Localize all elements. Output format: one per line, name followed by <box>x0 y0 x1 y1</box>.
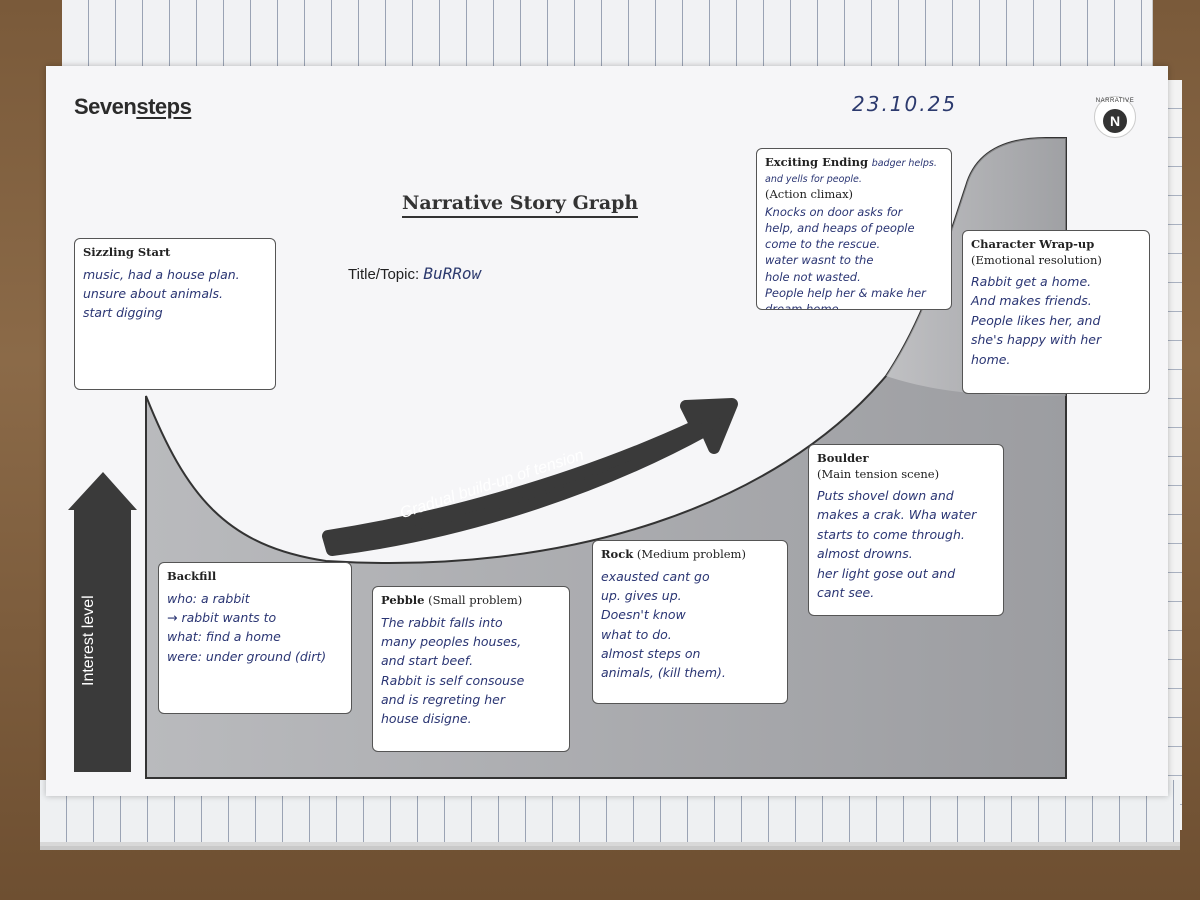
stage-subheading: (Action climax) <box>765 186 854 201</box>
stage-notes: Knocks on door asks for help, and heaps … <box>765 205 926 310</box>
stage-box-rock: Rock (Medium problem) exausted cant go u… <box>592 540 788 704</box>
stage-box-exciting-ending: Exciting Ending badger helps. and yells … <box>756 148 952 310</box>
worksheet: Sevensteps 23.10.25 NARRATIVE N Narrativ… <box>46 66 1168 796</box>
stage-heading: Sizzling Start <box>83 245 171 259</box>
stage-notes: music, had a house plan. unsure about an… <box>83 266 240 321</box>
stage-heading: Pebble <box>381 593 425 607</box>
page-title: Narrative Story Graph <box>402 192 639 218</box>
stage-box-backfill: Backfill who: a rabbit → rabbit wants to… <box>158 562 352 714</box>
y-axis-label: Interest level <box>80 595 97 686</box>
stage-heading: Rock <box>601 547 634 561</box>
stage-notes: exausted cant go up. gives up. Doesn't k… <box>601 568 726 681</box>
stage-subheading: (Medium problem) <box>636 547 746 561</box>
badge-letter: N <box>1103 109 1127 133</box>
stage-notes: Rabbit get a home. And makes friends. Pe… <box>971 274 1102 367</box>
tension-build-arrow <box>322 398 738 556</box>
narrative-badge: NARRATIVE N <box>1094 96 1136 138</box>
stage-notes: Puts shovel down and makes a crak. Wha w… <box>817 488 977 600</box>
title-topic-label: Title/Topic: <box>348 266 420 283</box>
stage-box-boulder: Boulder(Main tension scene) Puts shovel … <box>808 444 1004 616</box>
stage-box-sizzling-start: Sizzling Start music, had a house plan. … <box>74 238 276 390</box>
stage-notes: who: a rabbit → rabbit wants to what: fi… <box>167 590 327 664</box>
stage-subheading: (Small problem) <box>428 593 523 607</box>
stage-heading: Exciting Ending <box>765 155 869 169</box>
badge-label: NARRATIVE <box>1095 98 1135 104</box>
title-topic-value: BuRRow <box>423 264 482 283</box>
stage-subheading: (Main tension scene) <box>817 466 940 481</box>
stage-margin-note: badger helps. and yells for people. <box>765 158 937 185</box>
stage-notes: The rabbit falls into many peoples house… <box>381 614 525 727</box>
stage-subheading: (Emotional resolution) <box>971 252 1102 267</box>
stage-box-character-wrap-up: Character Wrap-up(Emotional resolution) … <box>962 230 1150 394</box>
handwritten-date: 23.10.25 <box>852 92 958 116</box>
interest-level-arrow <box>68 472 137 772</box>
stage-heading: Backfill <box>167 569 217 583</box>
stage-heading: Boulder <box>817 451 869 465</box>
stage-heading: Character Wrap-up <box>971 237 1095 251</box>
brand-logo: Sevensteps <box>74 94 192 119</box>
title-topic-field: Title/Topic: BuRRow <box>348 264 481 283</box>
stage-box-pebble: Pebble (Small problem) The rabbit falls … <box>372 586 570 752</box>
